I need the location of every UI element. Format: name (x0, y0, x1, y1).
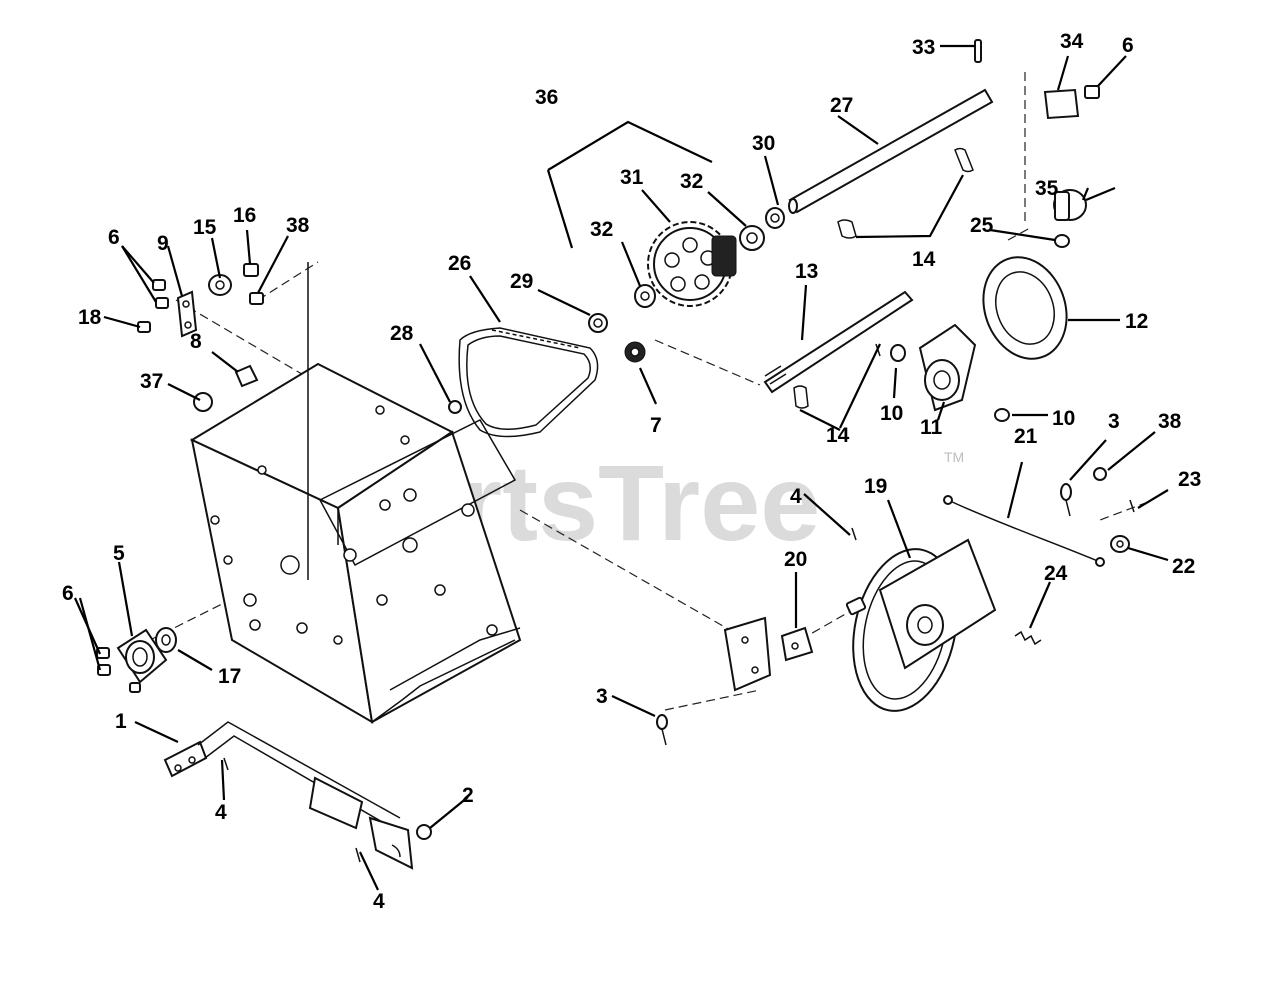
callout-11: 11 (920, 416, 943, 439)
callout-21: 21 (1014, 425, 1038, 448)
callout-38-left: 38 (286, 214, 310, 237)
drive-chain (448, 327, 599, 438)
callout-19: 19 (864, 475, 887, 498)
frame-housing (189, 262, 522, 724)
callout-16: 16 (233, 204, 256, 227)
callout-23: 23 (1178, 468, 1201, 491)
callout-3-right: 3 (1108, 410, 1120, 433)
callout-32-upper: 32 (680, 170, 703, 193)
callout-2: 2 (462, 784, 474, 807)
callout-22: 22 (1172, 555, 1195, 578)
callout-18: 18 (78, 306, 102, 329)
callout-6-upper-left: 6 (108, 226, 120, 249)
upper-shaft (765, 39, 1100, 248)
callout-30: 30 (752, 132, 775, 155)
callout-labels: 33 34 6 27 36 30 31 32 35 32 25 14 26 13… (62, 30, 1201, 913)
callout-27: 27 (830, 94, 853, 117)
callout-6-top: 6 (1122, 34, 1134, 57)
callout-29: 29 (510, 270, 533, 293)
callout-32-lower: 32 (590, 218, 613, 241)
callout-34: 34 (1060, 30, 1084, 53)
callout-4-left: 4 (215, 801, 227, 824)
callout-31: 31 (620, 166, 644, 189)
friction-drive (763, 256, 1068, 422)
callout-17: 17 (218, 665, 241, 688)
sprocket-assembly (588, 221, 765, 363)
drive-pulley-assembly (223, 467, 1135, 863)
callout-8: 8 (190, 330, 202, 353)
callout-1: 1 (115, 710, 127, 733)
callout-33: 33 (912, 36, 935, 59)
shift-lever (163, 721, 414, 870)
callout-14-lower: 14 (826, 424, 850, 447)
callout-10-right: 10 (1052, 407, 1075, 430)
callout-9: 9 (157, 232, 169, 255)
callout-15: 15 (193, 216, 217, 239)
leader-lines (73, 44, 1169, 891)
callout-24: 24 (1044, 562, 1068, 585)
callout-7: 7 (650, 414, 662, 437)
callout-20: 20 (784, 548, 807, 571)
callout-25: 25 (970, 214, 994, 237)
callout-4-right: 4 (790, 485, 802, 508)
callout-26: 26 (448, 252, 471, 275)
callout-36: 36 (535, 86, 558, 109)
callout-6-left: 6 (62, 582, 74, 605)
callout-14-upper: 14 (912, 248, 936, 271)
watermark-trademark: TM (944, 449, 964, 465)
callout-13: 13 (795, 260, 818, 283)
callout-12: 12 (1125, 310, 1148, 333)
callout-38-right: 38 (1158, 410, 1182, 433)
callout-5: 5 (113, 542, 125, 565)
callout-4-bottom: 4 (373, 890, 385, 913)
callout-10-left: 10 (880, 402, 903, 425)
callout-28: 28 (390, 322, 414, 345)
callout-35: 35 (1035, 177, 1059, 200)
callout-37: 37 (140, 370, 163, 393)
callout-3-center: 3 (596, 685, 608, 708)
flange-bearing-left (96, 627, 177, 693)
upper-left-hardware (137, 263, 264, 412)
